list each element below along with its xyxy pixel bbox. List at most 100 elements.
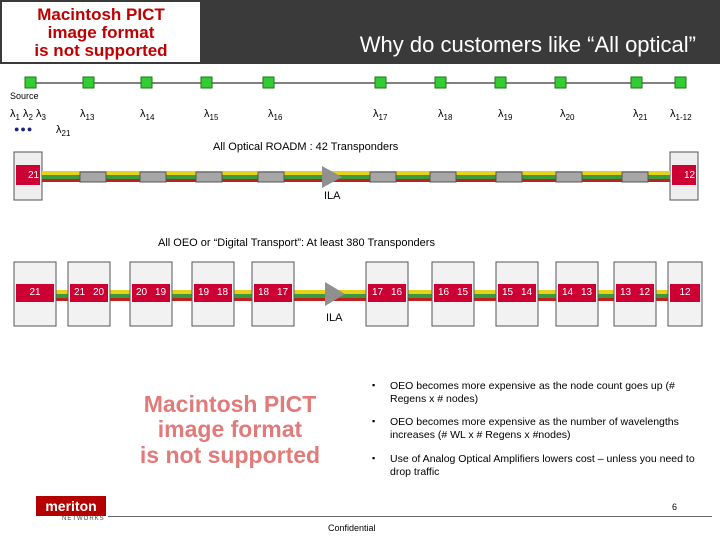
- big-pict-line-3: is not supported: [139, 441, 321, 468]
- oeo-transponder: [434, 284, 472, 302]
- roadm-box: [139, 171, 167, 183]
- roadm-row: [13, 151, 699, 201]
- oeo-transponder: [194, 284, 232, 302]
- oeo-node-label: 20: [92, 287, 105, 298]
- lambda-3-sub: 3: [41, 113, 46, 123]
- oeo-node-label: 19: [197, 287, 210, 298]
- roadm-box: [621, 171, 649, 183]
- lambda-2-sub: 2: [28, 113, 33, 123]
- lambda-symbol: λ: [56, 124, 62, 136]
- roadm-box: [429, 171, 457, 183]
- pict-placeholder-bottom: Macintosh PICT image format is not suppo…: [100, 391, 360, 468]
- roadm-red-right: [672, 165, 696, 185]
- lambda-label: λ13: [80, 108, 95, 123]
- add-drop-node: [262, 76, 275, 89]
- roadm-box: [79, 171, 107, 183]
- ila-label-1: ILA: [324, 190, 341, 202]
- oeo-transponder: [498, 284, 536, 302]
- oeo-node-label: 21: [29, 287, 41, 298]
- lambda-label: λ18: [438, 108, 453, 123]
- roadm-box: [195, 171, 223, 183]
- roadm-left-label: 21: [28, 170, 40, 181]
- oeo-node-label: 18: [257, 287, 270, 298]
- roadm-box: [495, 171, 523, 183]
- company-logo: meriton: [36, 496, 106, 516]
- oeo-node-label: 16: [437, 287, 450, 298]
- confidential-label: Confidential: [328, 523, 376, 533]
- lambda-label: λ21: [633, 108, 648, 123]
- pict-line-2: image format: [47, 23, 155, 42]
- lambda-label: λ14: [140, 108, 155, 123]
- lambda-label: λ19: [498, 108, 513, 123]
- fiber-red: [42, 179, 670, 182]
- pict-line-1: Macintosh PICT: [37, 5, 165, 24]
- oeo-node-label: 20: [135, 287, 148, 298]
- oeo-transponder: [616, 284, 654, 302]
- add-drop-node: [82, 76, 95, 89]
- add-drop-node: [24, 76, 37, 89]
- oeo-fiber-green: [18, 294, 688, 298]
- oeo-fiber-yellow: [18, 290, 688, 294]
- lambda-1-sub: 1: [15, 113, 20, 123]
- add-drop-node: [554, 76, 567, 89]
- ellipsis-dots: ●●●: [14, 124, 34, 134]
- oeo-transponder: [558, 284, 596, 302]
- add-drop-node: [494, 76, 507, 89]
- lambda-label: λ15: [204, 108, 219, 123]
- source-label: Source: [10, 91, 39, 101]
- roadm-amplifier-boxes: [79, 171, 649, 183]
- page-title: Why do customers like “All optical”: [359, 32, 696, 57]
- lambda-symbol: λ: [10, 108, 16, 120]
- oeo-transponder: [368, 284, 406, 302]
- oeo-node-label: 12: [679, 287, 691, 298]
- fiber-green: [42, 175, 670, 179]
- oeo-node-label: 15: [501, 287, 514, 298]
- bullet-item: OEO becomes more expensive as the number…: [390, 416, 710, 442]
- lambda-label: λ17: [373, 108, 388, 123]
- big-pict-line-1: Macintosh PICT: [143, 391, 317, 417]
- pict-placeholder-top: Macintosh PICT image format is not suppo…: [2, 2, 200, 62]
- add-drop-node: [674, 76, 687, 89]
- lambda-label: λ16: [268, 108, 283, 123]
- oeo-node-label: 19: [154, 287, 167, 298]
- roadm-box: [555, 171, 583, 183]
- add-drop-node: [200, 76, 213, 89]
- add-drop-nodes: [24, 76, 687, 89]
- bullet-item: OEO becomes more expensive as the node c…: [390, 380, 710, 406]
- add-drop-node: [630, 76, 643, 89]
- network-diagram: [13, 76, 703, 327]
- oeo-node-label: 17: [276, 287, 289, 298]
- ila-amplifier-2: [325, 282, 345, 306]
- source-lambdas: λ1 λ2 λ3: [10, 108, 46, 122]
- lambda-symbol: λ: [23, 108, 29, 120]
- roadm-box: [369, 171, 397, 183]
- roadm-box: [257, 171, 285, 183]
- oeo-transponder: [254, 284, 292, 302]
- page-number: 6: [672, 502, 678, 512]
- oeo-node-label: 12: [638, 287, 651, 298]
- oeo-node-label: 13: [619, 287, 632, 298]
- bullet-item: Use of Analog Optical Amplifiers lowers …: [390, 453, 710, 479]
- oeo-node-label: 13: [580, 287, 593, 298]
- oeo-caption: All OEO or “Digital Transport”: At least…: [158, 237, 435, 249]
- oeo-node-label: 17: [371, 287, 384, 298]
- oeo-transponder: [670, 284, 700, 302]
- ila-amplifier-1: [322, 166, 342, 188]
- roadm-right-label: 12: [684, 170, 696, 181]
- lambda-21-label: λ21: [56, 124, 70, 138]
- oeo-transponder: [70, 284, 108, 302]
- oeo-fiber-red: [18, 298, 688, 301]
- oeo-node-label: 14: [520, 287, 533, 298]
- company-logo-sub: NETWORKS: [62, 516, 105, 522]
- footer-divider: [108, 516, 712, 517]
- lambda-symbol: λ: [36, 108, 42, 120]
- bullet-list: OEO becomes more expensive as the node c…: [370, 380, 710, 489]
- lambda-label: λ1-12: [670, 108, 692, 123]
- roadm-caption: All Optical ROADM : 42 Transponders: [213, 141, 399, 153]
- lambda-21-sub: 21: [61, 129, 71, 139]
- lambda-label: λ20: [560, 108, 575, 123]
- oeo-row: [13, 261, 703, 327]
- add-drop-node: [140, 76, 153, 89]
- oeo-transponder: [132, 284, 170, 302]
- oeo-node-label: 14: [561, 287, 574, 298]
